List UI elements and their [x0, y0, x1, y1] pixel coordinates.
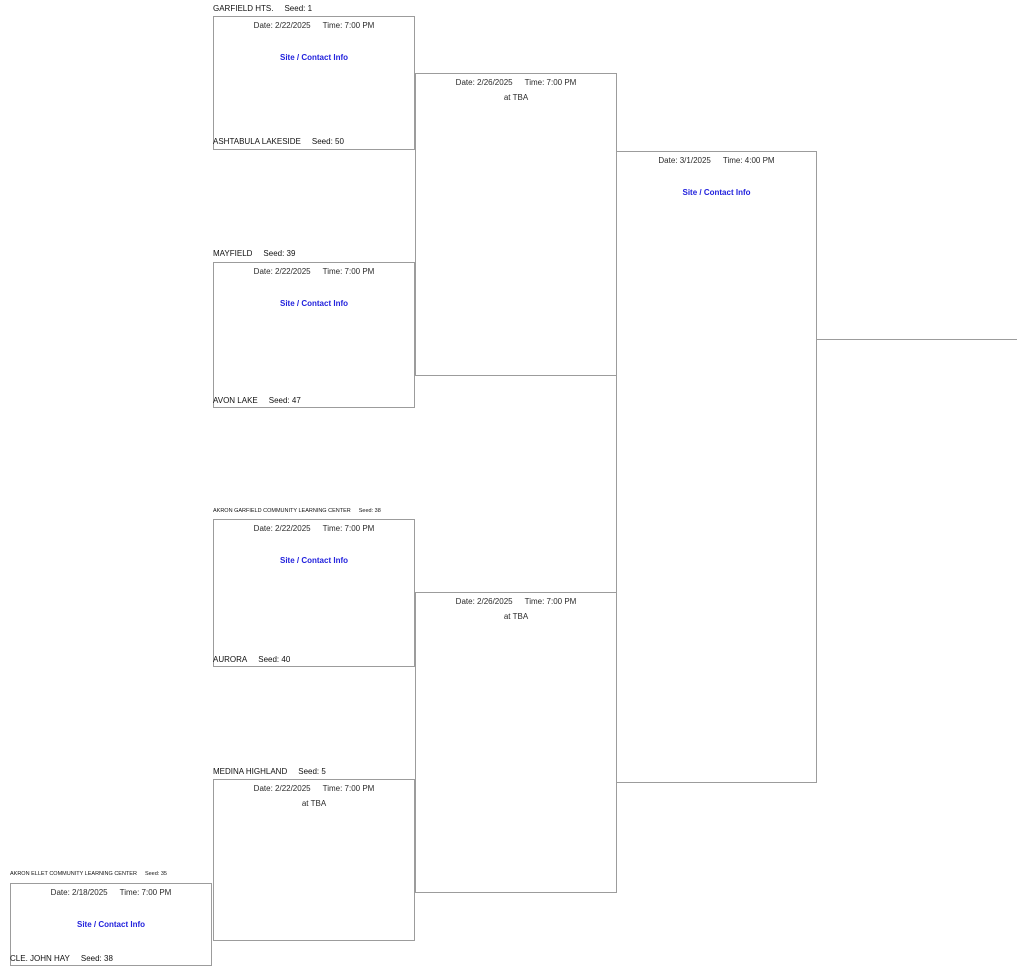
game-date: Date: 2/18/2025: [50, 888, 108, 897]
venue-tba: at TBA: [503, 612, 529, 621]
team-name: AKRON GARFIELD COMMUNITY LEARNING CENTER: [213, 508, 351, 514]
team-name: AVON LAKE: [213, 396, 258, 405]
team-label-medina-highland: MEDINA HIGHLAND Seed: 5: [213, 767, 326, 776]
team-name: CLE. JOHN HAY: [10, 954, 70, 963]
site-contact-link[interactable]: Site / Contact Info: [280, 299, 348, 308]
team-name: ASHTABULA LAKESIDE: [213, 137, 301, 146]
team-label-mayfield: MAYFIELD Seed: 39: [213, 249, 295, 258]
game-box-final: Date: 3/1/2025 Time: 4:00 PM Site / Conta…: [616, 151, 817, 783]
game-time: Time: 7:00 PM: [524, 78, 577, 87]
game-box-round1-game4: Date: 2/22/2025 Time: 7:00 PM at TBA: [213, 779, 415, 941]
game-date: Date: 2/22/2025: [253, 784, 311, 793]
team-label-avon-lake: AVON LAKE Seed: 47: [213, 396, 301, 405]
game-time: Time: 7:00 PM: [322, 21, 375, 30]
game-time: Time: 7:00 PM: [119, 888, 172, 897]
winner-line: [817, 339, 1017, 340]
game-time: Time: 4:00 PM: [722, 156, 775, 165]
game-time: Time: 7:00 PM: [524, 597, 577, 606]
game-datetime: Date: 2/18/2025 Time: 7:00 PM: [11, 888, 211, 898]
site-contact-link[interactable]: Site / Contact Info: [682, 188, 751, 197]
game-box-round1-game1: Date: 2/22/2025 Time: 7:00 PM Site / Cont…: [213, 16, 415, 150]
game-date: Date: 2/26/2025: [455, 597, 513, 606]
site-contact-link[interactable]: Site / Contact Info: [280, 53, 348, 62]
game-time: Time: 7:00 PM: [322, 267, 375, 276]
game-datetime: Date: 2/26/2025 Time: 7:00 PM: [416, 78, 616, 88]
team-name: AKRON ELLET COMMUNITY LEARNING CENTER: [10, 871, 137, 877]
game-box-playin: Date: 2/18/2025 Time: 7:00 PM Site / Cont…: [10, 883, 212, 966]
team-seed: Seed: 38: [358, 508, 381, 514]
team-seed: Seed: 50: [311, 137, 344, 146]
game-box-round1-game2: Date: 2/22/2025 Time: 7:00 PM Site / Cont…: [213, 262, 415, 408]
venue-tba: at TBA: [301, 799, 327, 808]
game-datetime: Date: 3/1/2025 Time: 4:00 PM: [617, 156, 816, 166]
team-name: AURORA: [213, 655, 248, 664]
site-contact-link[interactable]: Site / Contact Info: [280, 556, 348, 565]
team-name: MAYFIELD: [213, 249, 253, 258]
game-datetime: Date: 2/22/2025 Time: 7:00 PM: [214, 784, 414, 794]
site-contact-link[interactable]: Site / Contact Info: [77, 920, 145, 929]
game-datetime: Date: 2/26/2025 Time: 7:00 PM: [416, 597, 616, 607]
game-box-round2-bottom: Date: 2/26/2025 Time: 7:00 PM at TBA: [415, 592, 617, 893]
game-time: Time: 7:00 PM: [322, 784, 375, 793]
game-date: Date: 2/22/2025: [253, 524, 311, 533]
game-date: Date: 2/26/2025: [455, 78, 513, 87]
game-date: Date: 2/22/2025: [253, 21, 311, 30]
game-date: Date: 3/1/2025: [658, 156, 711, 165]
game-datetime: Date: 2/22/2025 Time: 7:00 PM: [214, 524, 414, 534]
team-label-aurora: AURORA Seed: 40: [213, 655, 290, 664]
game-datetime: Date: 2/22/2025 Time: 7:00 PM: [214, 267, 414, 277]
game-date: Date: 2/22/2025: [253, 267, 311, 276]
team-name: MEDINA HIGHLAND: [213, 767, 288, 776]
team-label-ashtabula-lakeside: ASHTABULA LAKESIDE Seed: 50: [213, 137, 344, 146]
team-seed: Seed: 35: [144, 871, 167, 877]
team-seed: Seed: 47: [268, 396, 301, 405]
team-label-akron-garfield-clc: AKRON GARFIELD COMMUNITY LEARNING CENTER…: [213, 508, 381, 515]
team-label-akron-ellet-clc: AKRON ELLET COMMUNITY LEARNING CENTER See…: [10, 871, 167, 878]
team-name: GARFIELD HTS.: [213, 4, 274, 13]
team-seed: Seed: 38: [80, 954, 113, 963]
team-seed: Seed: 40: [258, 655, 291, 664]
team-label-garfield-hts: GARFIELD HTS. Seed: 1: [213, 4, 312, 13]
game-datetime: Date: 2/22/2025 Time: 7:00 PM: [214, 21, 414, 31]
team-label-cle-john-hay: CLE. JOHN HAY Seed: 38: [10, 954, 113, 963]
team-seed: Seed: 1: [284, 4, 313, 13]
team-seed: Seed: 5: [298, 767, 326, 776]
venue-tba: at TBA: [503, 93, 529, 102]
game-box-round1-game3: Date: 2/22/2025 Time: 7:00 PM Site / Cont…: [213, 519, 415, 667]
team-seed: Seed: 39: [263, 249, 296, 258]
game-box-round2-top: Date: 2/26/2025 Time: 7:00 PM at TBA: [415, 73, 617, 376]
game-time: Time: 7:00 PM: [322, 524, 375, 533]
